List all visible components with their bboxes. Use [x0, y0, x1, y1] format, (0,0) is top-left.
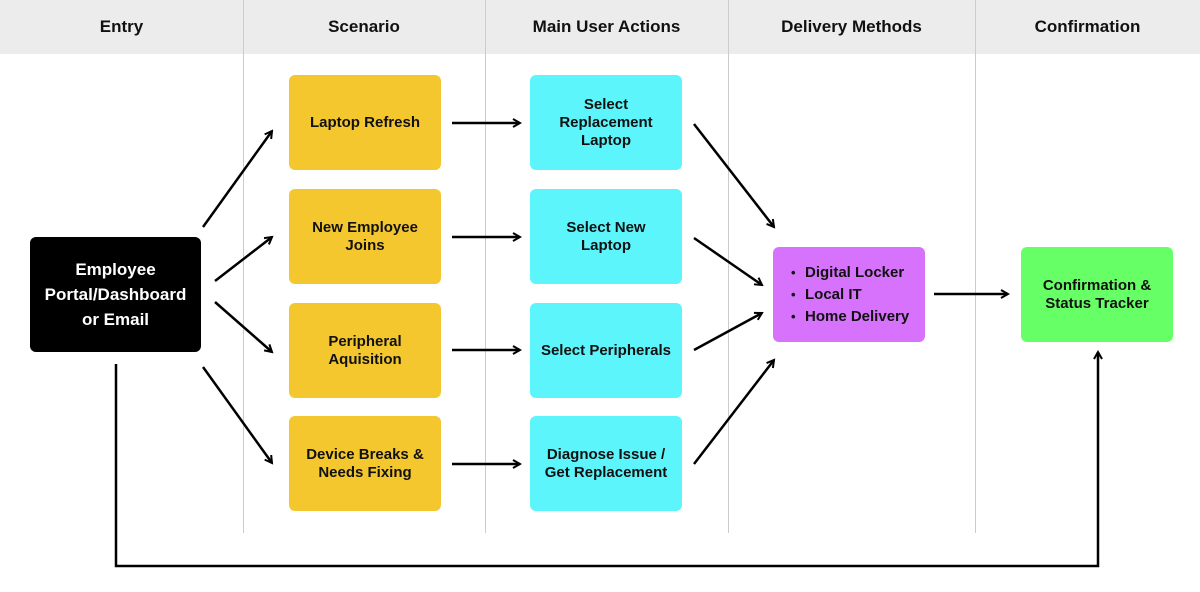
action-label: Select New Laptop	[566, 218, 646, 254]
action-node-select-replacement: Select Replacement Laptop	[530, 75, 682, 170]
arrow-action-to-delivery	[693, 123, 774, 227]
delivery-list: Digital Locker Local IT Home Delivery	[783, 262, 909, 328]
confirmation-label: Confirmation & Status Tracker	[1042, 276, 1152, 312]
entry-label: Employee Portal/Dashboard or Email	[44, 260, 187, 329]
arrow-action-to-delivery	[693, 360, 774, 465]
column-divider	[243, 0, 244, 533]
action-node-select-new-laptop: Select New Laptop	[530, 189, 682, 284]
action-label: Select Replacement Laptop	[559, 95, 653, 149]
column-header-scenario: Scenario	[328, 17, 400, 36]
scenario-label: Device Breaks & Needs Fixing	[306, 445, 424, 481]
arrow-entry-to-device-breaks	[201, 366, 272, 463]
column-header-entry: Entry	[99, 17, 144, 36]
delivery-item-local-it: Local IT	[791, 284, 909, 306]
scenario-node-peripheral: Peripheral Aquisition	[289, 303, 441, 398]
arrow-entry-to-laptop-refresh	[201, 131, 272, 228]
scenario-node-device-breaks: Device Breaks & Needs Fixing	[289, 416, 441, 511]
header-band	[0, 0, 1200, 54]
column-divider	[975, 0, 976, 533]
entry-node: Employee Portal/Dashboard or Email	[30, 237, 201, 352]
scenario-node-laptop-refresh: Laptop Refresh	[289, 75, 441, 170]
scenario-label: Laptop Refresh	[309, 113, 420, 131]
column-divider	[485, 0, 486, 533]
column-header-main-user-actions: Main User Actions	[532, 17, 681, 36]
delivery-item-home-delivery: Home Delivery	[791, 306, 909, 328]
scenario-label: New Employee Joins	[312, 218, 418, 254]
action-label: Diagnose Issue / Get Replacement	[544, 445, 668, 481]
delivery-node: Digital Locker Local IT Home Delivery	[773, 247, 925, 342]
scenario-label: Peripheral Aquisition	[328, 332, 402, 368]
confirmation-node: Confirmation & Status Tracker	[1021, 247, 1173, 342]
column-header-delivery-methods: Delivery Methods	[781, 17, 922, 36]
delivery-item-digital-locker: Digital Locker	[791, 262, 909, 284]
column-divider	[728, 0, 729, 533]
action-node-select-peripherals: Select Peripherals	[530, 303, 682, 398]
column-header-confirmation: Confirmation	[1034, 17, 1141, 36]
scenario-node-new-employee: New Employee Joins	[289, 189, 441, 284]
action-node-diagnose-issue: Diagnose Issue / Get Replacement	[530, 416, 682, 511]
action-label: Select Peripherals	[540, 341, 672, 359]
